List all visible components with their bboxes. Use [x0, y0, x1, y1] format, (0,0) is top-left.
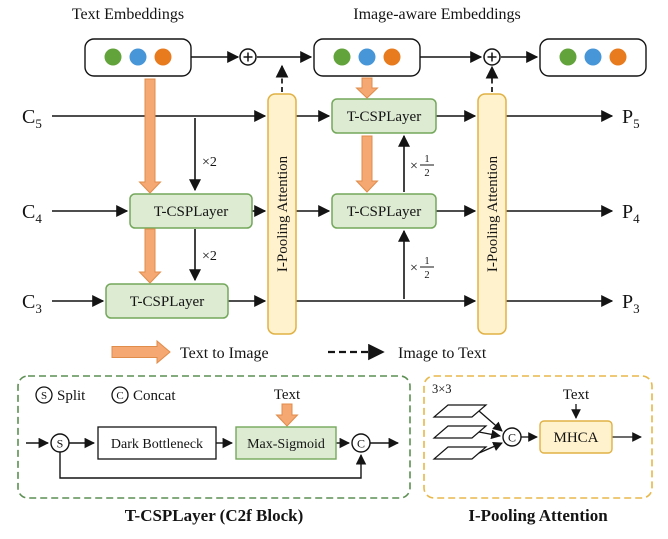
output-label-p4: P4 [622, 201, 640, 226]
input-label-c4: C4 [22, 201, 42, 226]
max-sigmoid-block [235, 426, 337, 460]
t-csplayer-caption: T-CSPLayer (C2f Block) [125, 506, 304, 525]
concat-node-letter: C [508, 431, 516, 445]
concat-node-icon [351, 433, 371, 453]
max-sigmoid-label: Max-Sigmoid [247, 437, 325, 452]
split-legend-label: Split [57, 388, 86, 404]
scale-half-label: × 1 2 [410, 154, 434, 179]
split-legend-icon [35, 386, 53, 404]
split-node-letter: S [57, 437, 64, 451]
image-to-text-legend-label: Image to Text [398, 345, 487, 362]
text-to-image-arrow [355, 77, 379, 99]
embedding-dot-orange [383, 48, 401, 66]
i-pooling-block-1 [267, 93, 297, 335]
scale-half-label: × 1 2 [410, 256, 434, 281]
text-to-image-arrow [138, 228, 162, 284]
embedding-dot-orange [154, 48, 172, 66]
text-to-image-legend-label: Text to Image [180, 345, 269, 362]
io-labels: C5 C4 C3 P5 P4 P3 [22, 106, 640, 316]
mhca-label: MHCA [553, 430, 598, 446]
embedding-dot-orange [609, 48, 627, 66]
feature-map-stack [432, 404, 488, 460]
output-label-p5: P5 [622, 106, 640, 131]
svg-text:×: × [410, 159, 418, 174]
embedding-dot-green [104, 48, 122, 66]
svg-text:2: 2 [424, 168, 429, 179]
scale-labels: ×2 ×2 × 1 2 × 1 2 [202, 154, 434, 281]
text-input-label: Text [563, 387, 590, 403]
text-to-image-arrow [275, 403, 299, 427]
connector [478, 442, 503, 454]
embedding-boxes [84, 38, 647, 77]
concat-node-letter: C [357, 437, 365, 451]
i-pooling-block-2 [477, 93, 507, 335]
svg-text:×: × [410, 261, 418, 276]
c2f-flow-lines [26, 437, 400, 479]
split-legend-letter: S [41, 390, 47, 402]
text-to-image-arrow [138, 78, 162, 194]
feature-map-parallelogram [432, 446, 488, 460]
t-csplayer-label: T-CSPLayer [130, 294, 204, 310]
concat-legend-letter: C [116, 390, 123, 402]
connector-lines [52, 51, 614, 307]
embedding-dot-blue [358, 48, 376, 66]
embedding-dot-green [559, 48, 577, 66]
concat-legend-icon [111, 386, 129, 404]
concat-node-icon [502, 427, 522, 447]
t-csplayer-block-p5 [331, 98, 437, 134]
svg-text:2: 2 [424, 270, 429, 281]
t-csplayer-label: T-CSPLayer [154, 204, 228, 220]
text-embeddings-title: Text Embeddings [72, 6, 184, 23]
text-to-image-legend-arrow [111, 339, 171, 365]
input-label-c5: C5 [22, 106, 42, 131]
i-pooling-panel-border [423, 375, 653, 499]
text-input-label: Text [274, 387, 301, 403]
connector [478, 410, 503, 432]
text-to-image-arrows [138, 77, 379, 284]
dark-bottleneck-label: Dark Bottleneck [111, 437, 203, 452]
svg-text:1: 1 [424, 154, 429, 165]
i-pooling-detail-panel: 3×3 C Text MHCA I-Pooling Attention [423, 375, 653, 525]
dark-bottleneck-block [97, 426, 217, 460]
scale-x2-label: ×2 [202, 155, 217, 170]
i-pooling-caption: I-Pooling Attention [468, 506, 608, 525]
mhca-block [539, 420, 613, 454]
skip-connection [59, 452, 367, 479]
i-pooling-blocks: I-Pooling Attention I-Pooling Attention [267, 93, 507, 335]
pooling-flow-lines [478, 404, 642, 454]
add-nodes [239, 48, 501, 66]
feature-map-parallelogram [432, 425, 488, 439]
feature-map-parallelogram [432, 404, 488, 418]
output-label-p3: P3 [622, 291, 640, 316]
split-node-icon [50, 433, 70, 453]
connector [478, 429, 501, 440]
concat-legend-label: Concat [133, 388, 176, 404]
embedding-dot-blue [584, 48, 602, 66]
i-pooling-label: I-Pooling Attention [485, 155, 501, 272]
embedding-dot-green [333, 48, 351, 66]
input-label-c3: C3 [22, 291, 42, 316]
image-aware-embeddings-title: Image-aware Embeddings [353, 6, 520, 23]
t-csplayer-detail-panel: S Split C Concat Text S Dark Bottleneck … [17, 375, 411, 525]
t-csplayer-label: T-CSPLayer [347, 109, 421, 125]
scale-x2-label: ×2 [202, 249, 217, 264]
t-csplayer-blocks: T-CSPLayer T-CSPLayer T-CSPLayer T-CSPLa… [105, 98, 437, 319]
text-to-image-arrow [355, 135, 379, 193]
t-csplayer-label: T-CSPLayer [347, 204, 421, 220]
image-to-text-arrows [275, 64, 499, 92]
t-csplayer-block-c3 [105, 283, 229, 319]
t-csplayer-block-p4 [331, 193, 437, 229]
i-pooling-label: I-Pooling Attention [275, 155, 291, 272]
svg-text:1: 1 [424, 256, 429, 267]
kernel-size-label: 3×3 [432, 382, 452, 396]
t-csplayer-block-c4 [129, 193, 253, 229]
embedding-dot-blue [129, 48, 147, 66]
legend: Text to Image Image to Text [111, 339, 487, 365]
